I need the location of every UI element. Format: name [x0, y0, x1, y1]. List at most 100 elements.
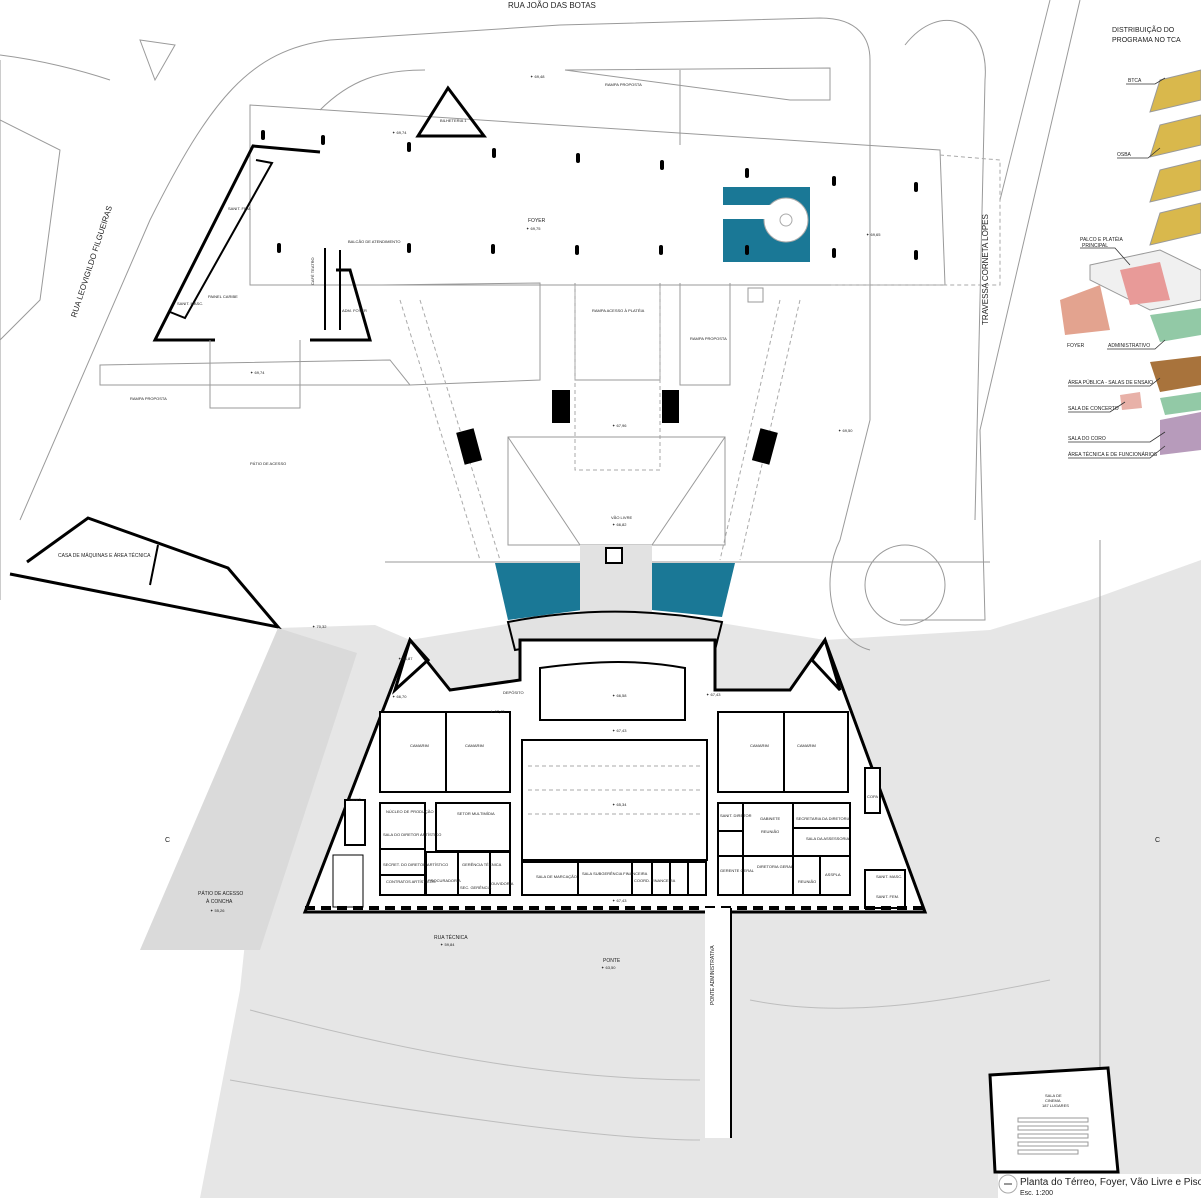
room-procuradoria: PROCURADORIA: [428, 878, 461, 883]
label-rampa-1: RAMPA PROPOSTA: [605, 82, 642, 87]
label-ponte-adm: PONTE ADMINISTRATIVA: [710, 945, 716, 1005]
label-painel: PAINEL CARIBE: [208, 294, 238, 299]
label-foyer: FOYER: [528, 218, 546, 224]
label-rampa-2: RAMPA PROPOSTA: [130, 396, 167, 401]
elevation-marker: ✦ 69,50: [838, 428, 853, 433]
bilheteria-outline: [415, 85, 487, 138]
label-rua-tecnica: RUA TÉCNICA: [434, 934, 468, 941]
label-cinema-2: CINEMA: [1045, 1098, 1061, 1103]
legend-swatch-concerto: [1120, 392, 1142, 410]
drawing-scale: Esc. 1:200: [1020, 1190, 1053, 1197]
roads: [0, 0, 1101, 1141]
svg-text:✦ 66,58: ✦ 66,58: [612, 693, 627, 698]
room-assessoria: SALA DA ASSESSORIA: [806, 836, 849, 841]
foyer-columns: [261, 130, 918, 260]
admin-building: [302, 636, 928, 1138]
legend-swatch-publica: [1150, 356, 1201, 392]
legend-title-1: DISTRIBUIÇÃO DO: [1112, 25, 1175, 34]
legend-swatch-foyer: [1060, 285, 1110, 335]
room-sec-gerencia: SEC. GERÊNCIA: [460, 885, 492, 890]
room-asspla: ASSPLA: [825, 872, 841, 877]
label-adm-foyer: ADM. FOYER: [342, 308, 367, 313]
legend-label-palco-2: PRINCIPAL: [1082, 243, 1108, 249]
cinema: [988, 1066, 1120, 1174]
elevation-marker: ✦ 66,58: [612, 693, 627, 698]
room-camarim-2: CAMARIM: [465, 743, 484, 748]
room-subgerencia: SALA SUBGERÊNCIA FINANCEIRA: [582, 871, 648, 876]
elevation-marker: ✦ 69,74: [250, 370, 265, 375]
section-mark-left: C: [165, 837, 170, 844]
room-contratos: CONTRATOS ARTÍSTICOS: [386, 879, 436, 884]
elevation-marker: ✦ 59,84: [440, 942, 455, 947]
svg-text:✦ 67,43: ✦ 67,43: [490, 709, 505, 714]
room-secretaria: SECRETARIA DA DIRETORIA: [796, 816, 851, 821]
elevation-marker: ✦ 67,43: [612, 728, 627, 733]
label-patio-concha-2: À CONCHA: [206, 898, 233, 905]
label-sanit-fem: SANIT. FEM.: [228, 206, 251, 211]
label-bilheteria: BILHETERIA 1: [440, 118, 467, 123]
legend-swatch-admin: [1150, 308, 1201, 342]
area-labels: FOYER BILHETERIA 1 SANIT. FEM. SANIT. MA…: [58, 82, 1069, 1108]
svg-text:✦ 69,50: ✦ 69,50: [838, 428, 853, 433]
svg-text:✦ 69,75: ✦ 69,75: [526, 226, 541, 231]
street-left: RUA LEOVIGILDO FILGUEIRAS: [69, 205, 114, 319]
elevation-marker: ✦ 66,82: [612, 522, 627, 527]
room-gerencia: GERÊNCIA TÉCNICA: [462, 862, 502, 867]
drawing-title-text: Planta do Térreo, Foyer, Vão Livre e Pis…: [1020, 1177, 1201, 1188]
room-camarim-4: CAMARIM: [797, 743, 816, 748]
room-coord-financeira: COORD. FINANCEIRA: [634, 878, 676, 883]
elevation-marker: ✦ 63,50: [601, 965, 616, 970]
street-top: RUA JOÃO DAS BOTAS: [508, 1, 596, 10]
room-gerente: GERENTE GERAL: [720, 868, 755, 873]
room-diretor-art: SALA DO DIRETOR ARTÍSTICO: [383, 832, 441, 837]
room-camarim-1: CAMARIM: [410, 743, 429, 748]
svg-text:✦ 65,34: ✦ 65,34: [612, 802, 627, 807]
elevation-marker: ✦ 69,48: [530, 74, 545, 79]
label-patio-acesso: PÁTIO DE ACESSO: [250, 461, 286, 466]
svg-text:✦ 69,65: ✦ 69,65: [866, 232, 881, 237]
legend-label-foyer: FOYER: [1067, 343, 1085, 349]
legend-swatch-coro: [1160, 412, 1201, 455]
label-cafe: CAFÉ TEATRO: [310, 257, 315, 285]
foyer-level: [99, 67, 1001, 561]
program-legend: DISTRIBUIÇÃO DO PROGRAMA NO TCA BTCA OSB…: [1060, 25, 1201, 459]
elevation-marker: ✦ 66,70: [392, 694, 407, 699]
svg-text:✦ 67,43: ✦ 67,43: [612, 728, 627, 733]
vao-livre: [385, 390, 990, 652]
label-cinema-3: 187 LUGARES: [1042, 1103, 1069, 1108]
label-patio-concha-1: PÁTIO DE ACESSO: [198, 890, 243, 897]
label-rampa-plateia: RAMPA ACESSO À PLATÉIA: [592, 308, 645, 313]
svg-text:✦ 55,26: ✦ 55,26: [210, 908, 225, 913]
room-diretoria-geral: DIRETORIA GERAL: [757, 864, 794, 869]
elevation-marker: ✦ 69,65: [866, 232, 881, 237]
room-labels: CAMARIM CAMARIM CAMARIM CAMARIM DEPÓSITO…: [349, 690, 902, 899]
svg-text:✦ 59,84: ✦ 59,84: [440, 942, 455, 947]
svg-text:✦ 70,32: ✦ 70,32: [312, 624, 327, 629]
legend-title-2: PROGRAMA NO TCA: [1112, 37, 1181, 44]
legend-swatch-osba: [1149, 114, 1201, 158]
svg-text:✦ 69,74: ✦ 69,74: [392, 130, 407, 135]
legend-label-palco: PALCO E PLATÉIA: [1080, 236, 1124, 243]
elevation-markers: ✦ 69,48 ✦ 69,74 ✦ 69,75 ✦ 69,65 ✦ 69,74 …: [210, 74, 881, 970]
elevation-marker: ✦ 67,43: [706, 692, 721, 697]
label-casa-maquinas: CASA DE MÁQUINAS E ÁREA TÉCNICA: [58, 552, 151, 559]
elevation-marker: ✦ 65,34: [612, 802, 627, 807]
legend-label-tecnica: ÁREA TÉCNICA E DE FUNCIONÁRIOS: [1068, 451, 1158, 458]
svg-text:✦ 67,43: ✦ 67,43: [612, 898, 627, 903]
svg-text:✦ 66,82: ✦ 66,82: [612, 522, 627, 527]
legend-swatch-btca: [1149, 69, 1201, 113]
legend-swatch-palco: [1120, 262, 1170, 305]
svg-text:✦ 66,87: ✦ 66,87: [398, 656, 413, 661]
room-multimidia: SETOR MULTIMÍDIA: [457, 811, 495, 816]
label-rampa-3: RAMPA PROPOSTA: [690, 336, 727, 341]
label-vao-livre: VÃO LIVRE: [611, 515, 632, 520]
legend-label-concerto: SALA DE CONCERTO: [1068, 406, 1119, 412]
room-sanit-masc: SANIT. MASC.: [876, 874, 902, 879]
label-balcao: BALCÃO DE ATENDIMENTO: [348, 239, 401, 244]
room-gabinete: GABINETE: [760, 816, 781, 821]
elevation-marker: ✦ 66,87: [398, 656, 413, 661]
elevation-marker: ✦ 67,96: [612, 423, 627, 428]
room-reuniao-1: REUNIÃO: [761, 829, 779, 834]
svg-text:✦ 63,50: ✦ 63,50: [601, 965, 616, 970]
svg-text:✦ 69,74: ✦ 69,74: [250, 370, 265, 375]
